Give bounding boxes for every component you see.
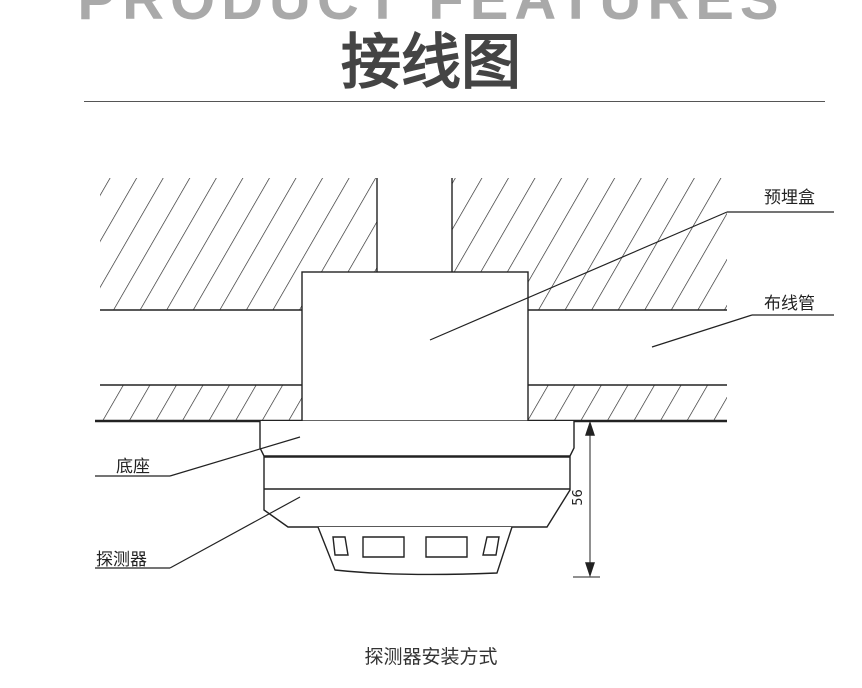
- caption: 探测器安装方式: [364, 646, 498, 668]
- label-conduit: 布线管: [764, 294, 815, 314]
- label-detector: 探测器: [96, 550, 147, 570]
- page-title: 接线图: [341, 28, 521, 98]
- ghost-heading: PRODUCT FEATURES: [0, 0, 862, 33]
- detector-cap: [317, 526, 513, 576]
- base: [259, 421, 575, 457]
- embedded-box: [301, 271, 529, 422]
- label-base: 底座: [116, 457, 150, 477]
- divider: [84, 101, 825, 102]
- dimension-label: 56: [570, 489, 586, 506]
- label-embedded-box: 预埋盒: [764, 188, 815, 208]
- detector: [263, 456, 571, 528]
- lower-slab-left: [100, 385, 302, 421]
- lower-slab-right: [528, 385, 727, 421]
